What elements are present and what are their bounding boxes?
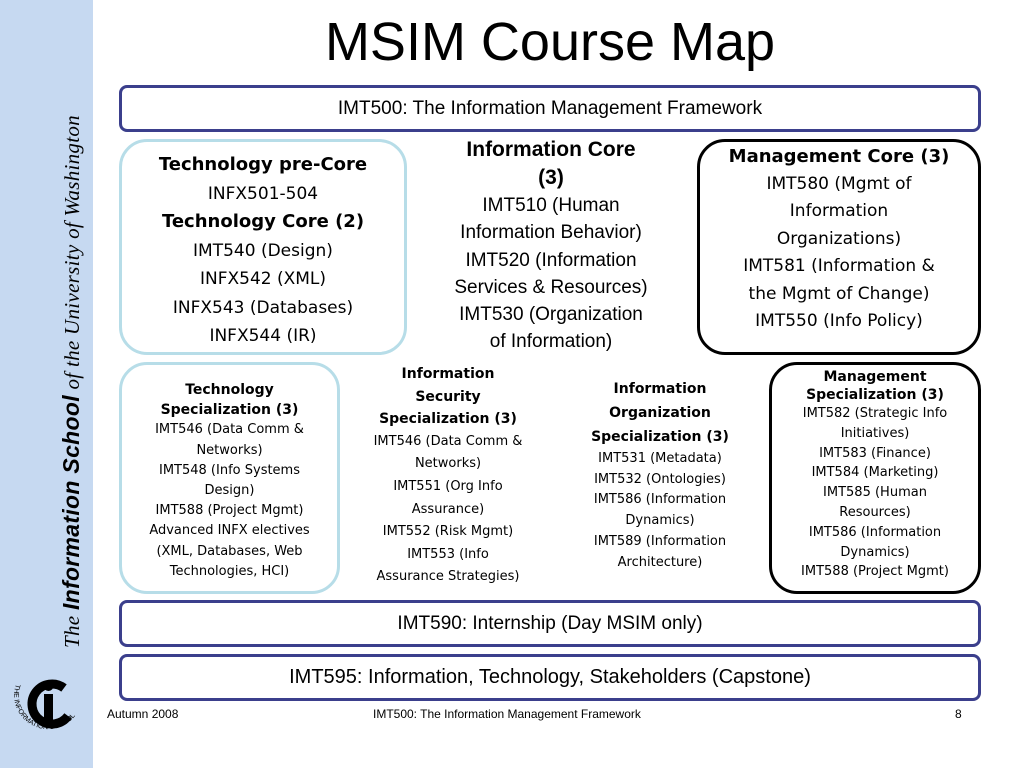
sec-spec-heading: Specialization (3) — [379, 411, 517, 428]
mgmt-spec-heading: Specialization (3) — [806, 387, 944, 403]
org-spec-line: IMT531 (Metadata) — [598, 451, 722, 466]
tech-core-heading: Technology Core (2) — [161, 211, 365, 232]
org-spec-line: IMT589 (Information — [593, 533, 727, 549]
school-name: The Information School of the University… — [58, 115, 84, 648]
tech-spec-line: (XML, Databases, Web — [156, 543, 303, 559]
mgmt-core-line: IMT581 (Information & — [743, 256, 935, 276]
tech-core-course: IMT540 (Design) — [193, 240, 333, 261]
info-core-line: Services & Resources) — [454, 276, 648, 298]
security-specialization-box: Information Security Specialization (3) … — [355, 363, 541, 593]
page-number: 8 — [955, 707, 962, 721]
tech-spec-line: Advanced INFX electives — [149, 523, 310, 539]
slide-title: MSIM Course Map — [324, 12, 776, 72]
mgmt-core-line: IMT550 (Info Policy) — [755, 311, 923, 331]
mgmt-spec-line: IMT585 (Human — [823, 485, 927, 501]
sec-spec-line: Assurance) — [411, 501, 485, 517]
footer-title: IMT500: The Information Management Frame… — [373, 707, 641, 721]
management-core-box: Management Core (3) IMT580 (Mgmt of Info… — [697, 139, 981, 355]
sec-spec-line: Networks) — [414, 456, 482, 472]
mgmt-spec-line: IMT582 (Strategic Info — [802, 406, 948, 421]
tech-core-course: INFX544 (IR) — [209, 326, 317, 346]
info-core-line: IMT530 (Organization — [459, 304, 643, 326]
sidebar: The Information School of the University… — [0, 0, 93, 768]
org-spec-heading: Specialization (3) — [591, 429, 729, 445]
info-core-heading: (3) — [538, 166, 564, 189]
tech-spec-heading: Technology — [185, 382, 274, 398]
tech-precore-course: INFX501-504 — [207, 183, 319, 204]
management-specialization-box: Management Specialization (3) IMT582 (St… — [769, 362, 981, 594]
mgmt-spec-line: Initiatives) — [840, 425, 910, 441]
org-spec-heading: Organization — [609, 405, 711, 421]
imt500-bar: IMT500: The Information Management Frame… — [119, 85, 981, 132]
org-spec-line: IMT532 (Ontologies) — [594, 471, 726, 487]
tech-spec-line: IMT548 (Info Systems — [159, 462, 300, 478]
sec-spec-heading: Information — [401, 366, 495, 382]
mgmt-core-line: the Mgmt of Change) — [748, 283, 930, 304]
tech-core-course: INFX543 (Databases) — [172, 297, 354, 318]
mgmt-spec-line: IMT588 (Project Mgmt) — [801, 564, 949, 580]
information-core-box: Information Core (3) IMT510 (Human Infor… — [420, 136, 682, 362]
sec-spec-line: IMT552 (Risk Mgmt) — [382, 524, 514, 540]
info-core-line: of Information) — [489, 331, 613, 353]
mgmt-core-line: IMT580 (Mgmt of — [766, 173, 912, 194]
sec-spec-line: Assurance Strategies) — [376, 569, 520, 585]
mgmt-spec-line: IMT584 (Marketing) — [811, 465, 939, 481]
info-core-line: IMT520 (Information — [465, 249, 637, 271]
mgmt-spec-line: IMT583 (Finance) — [819, 445, 931, 461]
mgmt-core-line: Organizations) — [776, 228, 902, 249]
org-spec-line: Dynamics) — [625, 513, 695, 529]
mgmt-spec-heading: Management — [823, 369, 927, 385]
organization-specialization-box: Information Organization Specialization … — [565, 377, 755, 577]
sec-spec-line: IMT553 (Info — [407, 546, 489, 562]
tech-precore-heading: Technology pre-Core — [158, 154, 368, 175]
tech-spec-heading: Specialization (3) — [160, 402, 299, 419]
org-spec-heading: Information — [613, 381, 707, 397]
mgmt-core-heading: Management Core (3) — [728, 146, 950, 167]
mgmt-spec-line: Dynamics) — [840, 544, 910, 560]
imt590-bar: IMT590: Internship (Day MSIM only) — [119, 600, 981, 647]
tech-spec-line: Design) — [204, 483, 255, 499]
info-core-heading: Information Core — [466, 138, 636, 161]
sec-spec-line: IMT551 (Org Info — [393, 478, 503, 494]
technology-core-box: Technology pre-Core INFX501-504 Technolo… — [119, 139, 407, 355]
tech-spec-line: IMT588 (Project Mgmt) — [155, 503, 304, 519]
mgmt-spec-line: Resources) — [839, 504, 911, 520]
tech-spec-line: Networks) — [196, 442, 263, 458]
org-spec-line: Architecture) — [617, 554, 703, 570]
sec-spec-line: IMT546 (Data Comm & — [373, 433, 523, 449]
mgmt-spec-line: IMT586 (Information — [808, 524, 942, 540]
sec-spec-heading: Security — [415, 388, 481, 405]
footer-date: Autumn 2008 — [107, 707, 179, 721]
tech-spec-line: Technologies, HCI) — [169, 563, 290, 579]
info-core-line: Information Behavior) — [460, 222, 642, 244]
tech-core-course: INFX542 (XML) — [199, 269, 327, 289]
info-core-line: IMT510 (Human — [482, 195, 620, 216]
mgmt-core-line: Information — [789, 201, 889, 221]
technology-specialization-box: Technology Specialization (3) IMT546 (Da… — [119, 362, 340, 594]
ischool-logo-icon: THE INFORMATION SCHOOL — [12, 679, 77, 731]
org-spec-line: IMT586 (Information — [593, 492, 727, 508]
imt595-bar: IMT595: Information, Technology, Stakeho… — [119, 654, 981, 701]
tech-spec-line: IMT546 (Data Comm & — [155, 422, 304, 438]
